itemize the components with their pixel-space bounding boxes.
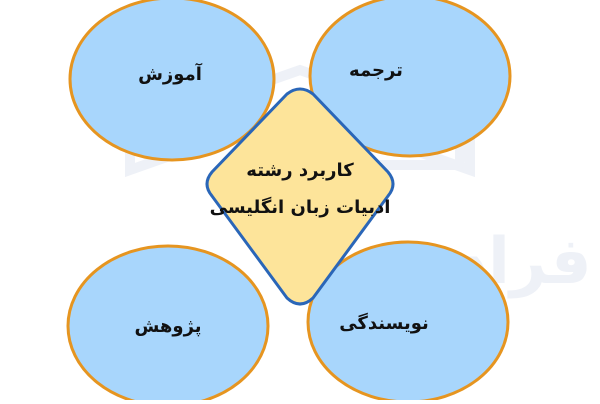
node-label-bottom-left: پژوهش [134,316,202,337]
ellipse-top-left [68,0,276,162]
ellipse-top-right [308,0,512,158]
center-diamond [205,87,395,306]
node-label-top-right: ترجمه [349,60,403,81]
ellipse-bottom-left [66,244,270,400]
node-label-top-left: آموزش [138,64,202,85]
center-label-line-1: کاربرد رشته [246,160,354,181]
center-label-line-2: ادبیات زبان انگلیسی [209,197,391,218]
node-label-bottom-right: نویسندگی [339,313,429,334]
ellipse-bottom-right [306,240,510,400]
